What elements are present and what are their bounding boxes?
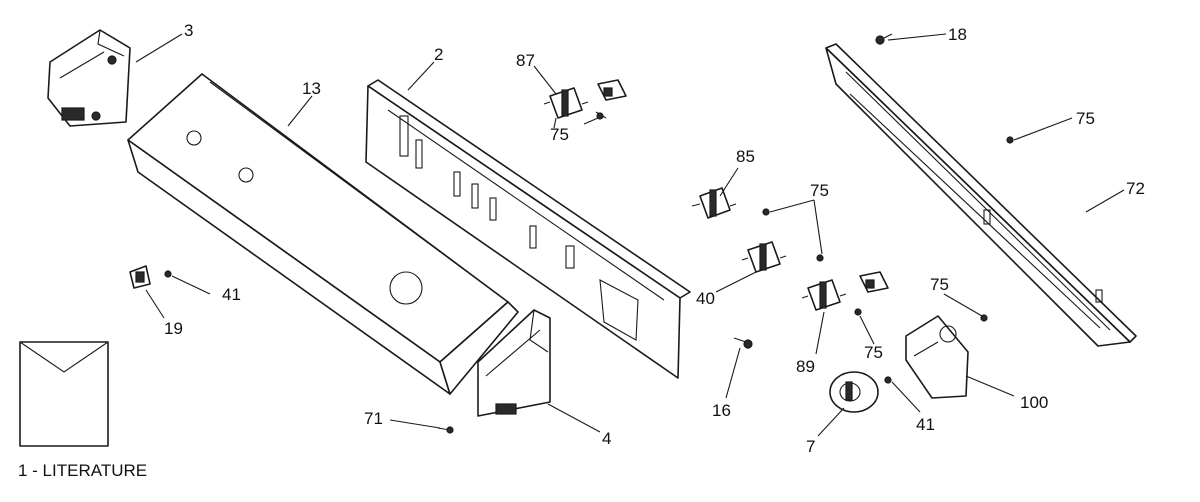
callout-18: 18 [948,25,967,44]
part-72-back-panel [825,43,1137,347]
literature-caption: 1 - LITERATURE [18,461,147,480]
part-switch-housing [597,79,627,101]
part-87-switch [543,87,589,129]
callout-4: 4 [602,429,611,448]
callout-75d: 75 [864,343,883,362]
callout-7: 7 [806,437,815,456]
screw-75a [595,111,607,120]
part-85-switch [691,187,737,219]
callout-3: 3 [184,21,193,40]
callout-13: 13 [302,79,321,98]
callout-75e: 75 [930,275,949,294]
literature-envelope [19,341,109,447]
part-41a-set-screw [164,270,172,278]
part-13-control-panel [127,73,519,395]
part-3-left-end-cap [47,29,131,127]
screw-75d [854,308,862,316]
callout-labels: 3 13 2 87 75 18 75 72 85 75 40 41 19 89 … [164,21,1145,456]
screw-18 [875,33,893,45]
part-16-key [733,337,753,349]
callout-19: 19 [164,319,183,338]
part-2-console-bracket [365,79,691,379]
callout-41a: 41 [222,285,241,304]
part-switch-housing-89 [859,271,889,293]
callout-100: 100 [1020,393,1048,412]
callout-75a: 75 [550,125,569,144]
callout-75b: 75 [1076,109,1095,128]
screw-75e [980,314,988,322]
part-40-switch [741,241,787,273]
callout-87: 87 [516,51,535,70]
callout-85: 85 [736,147,755,166]
part-19-bushing [129,265,151,289]
screw-75c [762,208,824,262]
part-4-right-end-cap [477,309,551,417]
callout-72: 72 [1126,179,1145,198]
callout-75c: 75 [810,181,829,200]
callout-40: 40 [696,289,715,308]
callout-2: 2 [434,45,443,64]
screw-71 [437,426,454,434]
part-89-switch [801,279,847,311]
part-100-timer [905,315,969,399]
callout-89: 89 [796,357,815,376]
screw-75b [1006,136,1014,144]
callout-41b: 41 [916,415,935,434]
callout-71: 71 [364,409,383,428]
leader-lines [135,33,1125,437]
part-41b-set-screw [884,376,892,384]
part-7-knob [829,371,879,413]
callout-16: 16 [712,401,731,420]
